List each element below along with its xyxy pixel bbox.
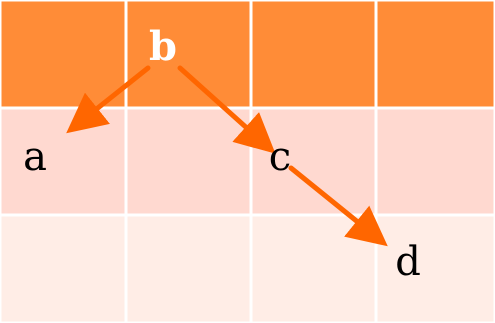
edge-b-to-c [177,65,276,154]
node-b-label: b [149,23,177,70]
grid-cell-r1-c1 [124,106,253,217]
node-c-label: c [269,134,291,180]
grid-cell-r0-c1 [124,0,253,110]
grid-cell-r1-c0 [0,106,128,217]
node-labels: b a c d [23,23,421,285]
edge-c-to-d [288,165,388,247]
grid-cell-r0-c3 [374,0,495,110]
grid-cell-r2-c0 [0,213,128,323]
grid-cell-r2-c1 [124,213,253,323]
grid-cell-r0-c0 [0,0,128,110]
grid-cell-r0-c2 [249,0,378,110]
grid-cell-r2-c3 [374,213,495,323]
edge-b-to-a [66,65,151,134]
grid-cell-r1-c3 [374,106,495,217]
edges [66,65,388,247]
node-a-label: a [23,134,47,180]
grid-cell-r2-c2 [249,213,378,323]
node-d-label: d [395,239,421,285]
